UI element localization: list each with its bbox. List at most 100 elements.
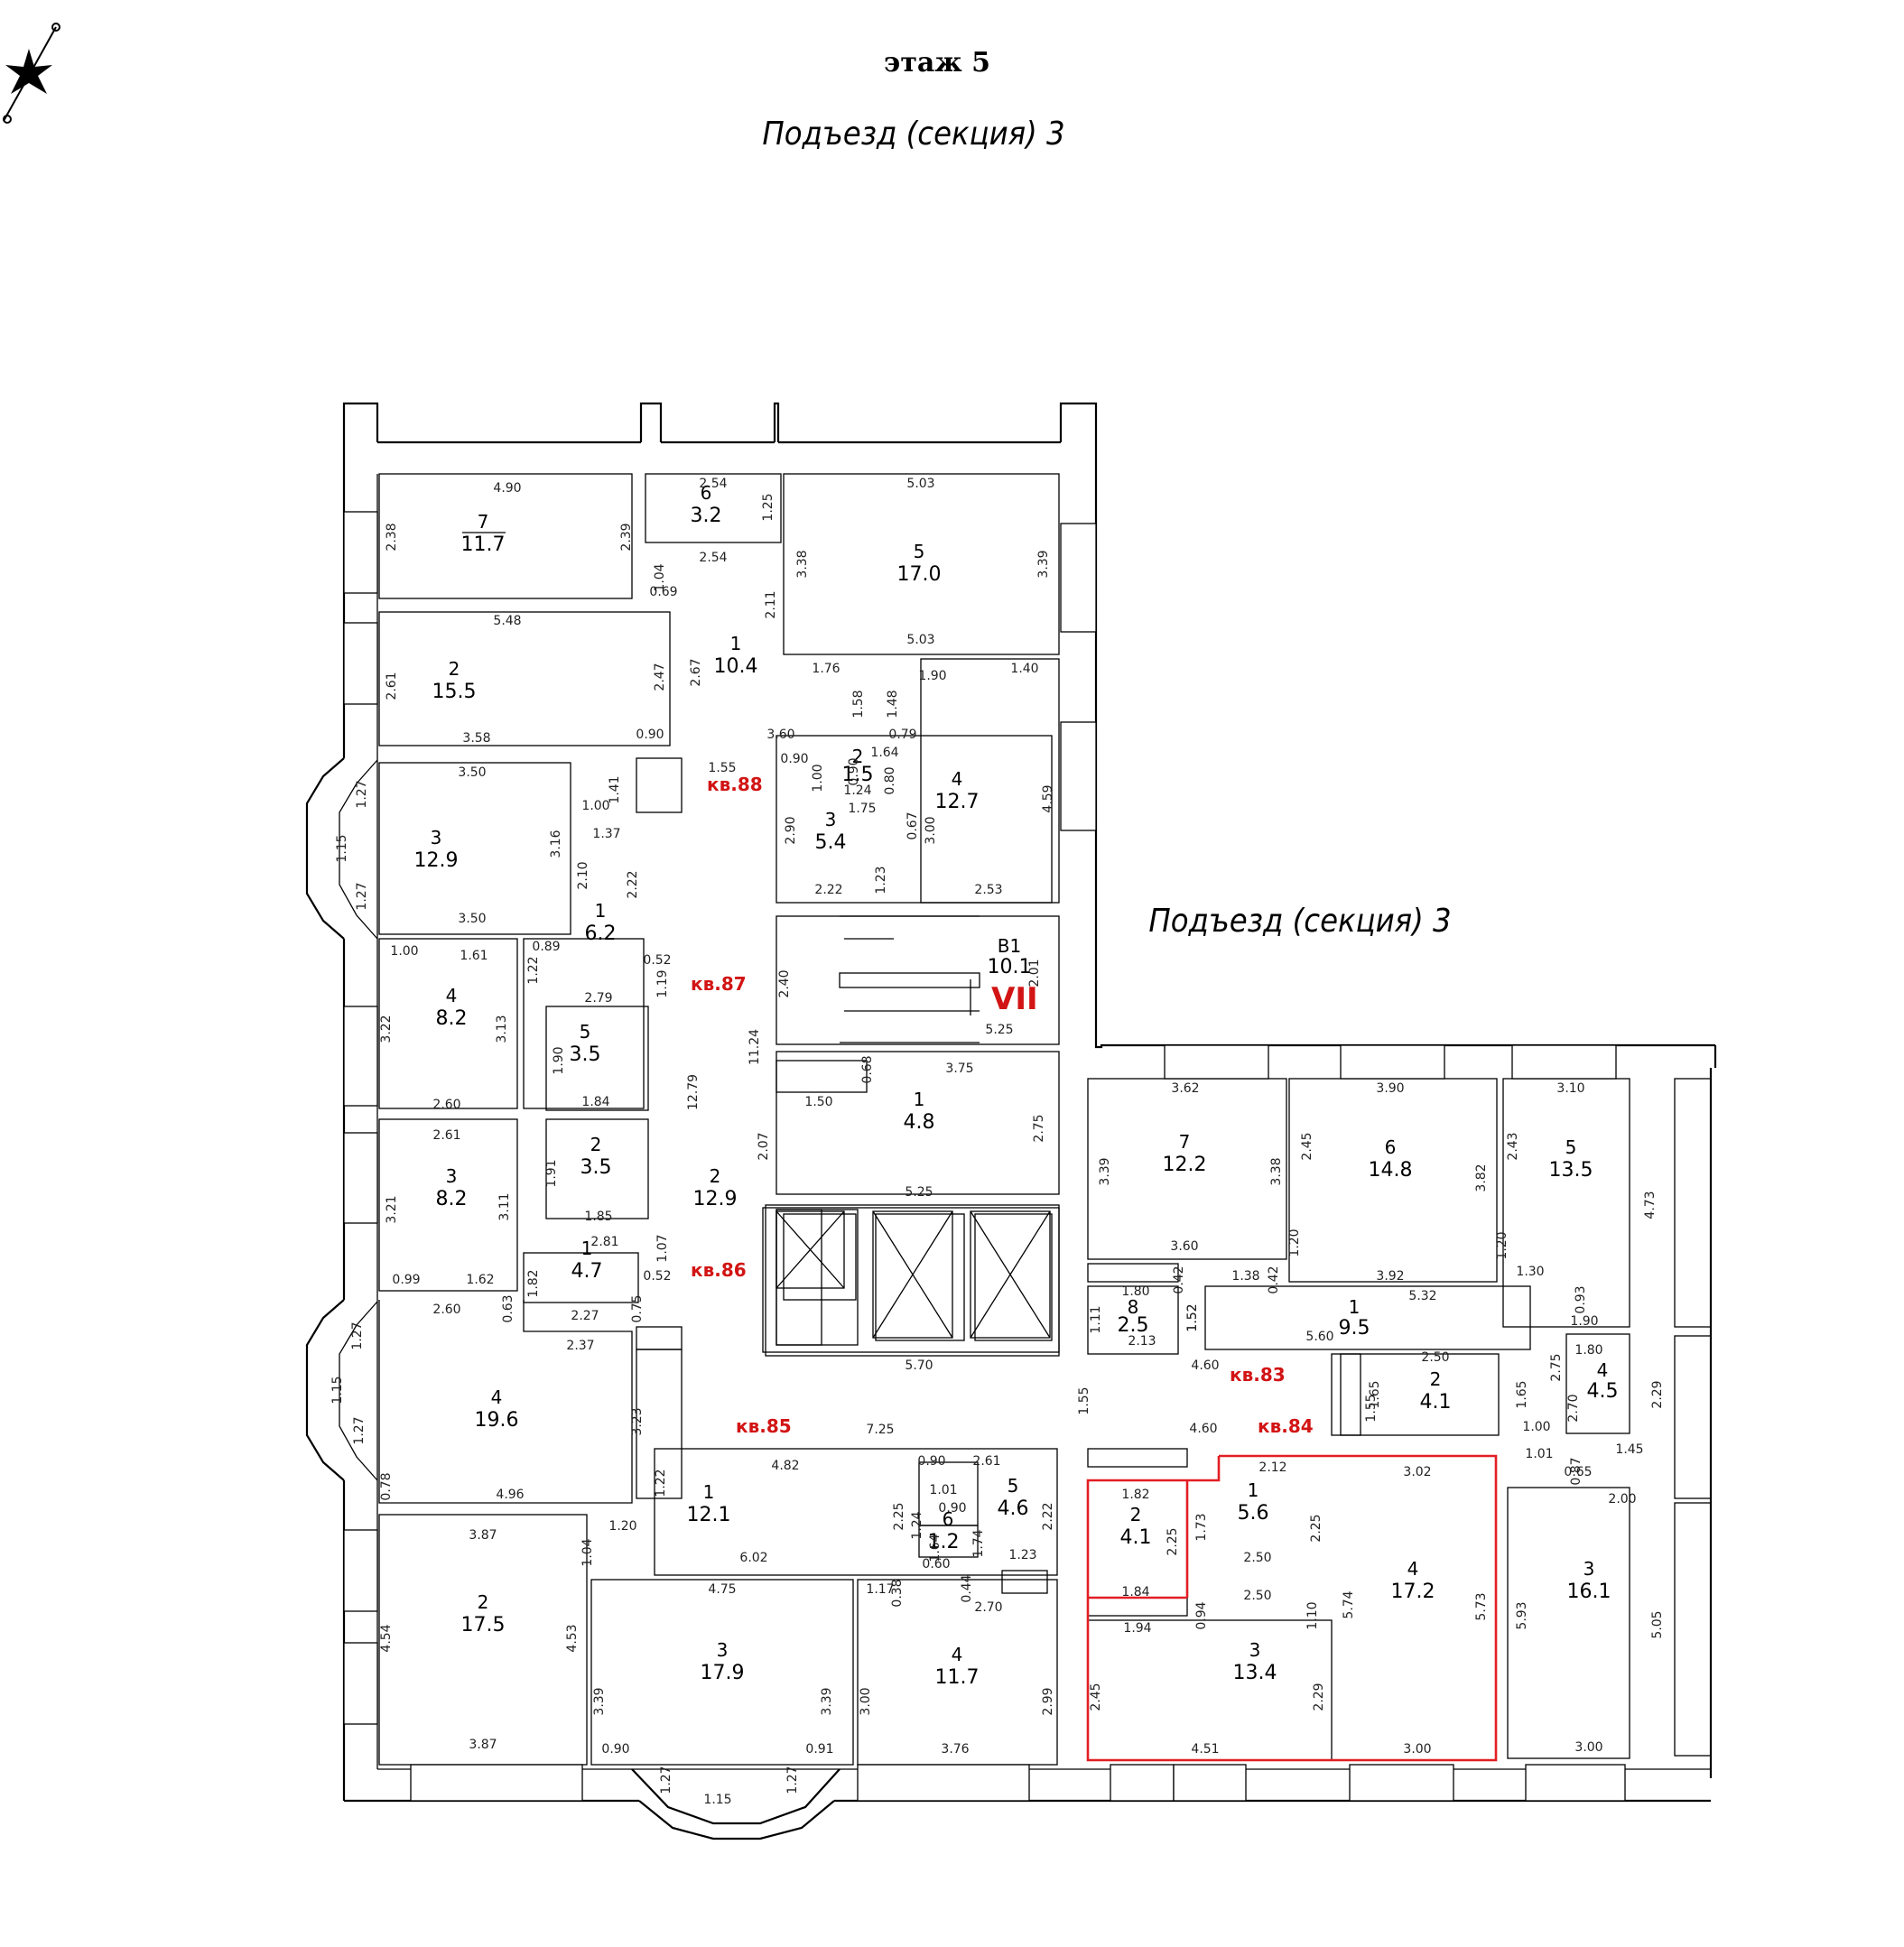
dimension-label: 2.37 <box>566 1339 594 1353</box>
dimension-label: 1.27 <box>659 1766 673 1794</box>
room-area: 4.6 <box>998 1497 1029 1520</box>
dimension-label: 2.61 <box>432 1128 460 1143</box>
dimension-label: 2.67 <box>689 658 703 686</box>
dimension-label: 4.53 <box>565 1624 580 1652</box>
room-number: 2 <box>852 746 864 767</box>
dimension-label: 2.75 <box>1032 1114 1046 1142</box>
dimension-label: 1.23 <box>1008 1548 1036 1562</box>
apartment-label: кв.85 <box>736 1415 792 1437</box>
dimension-label: 0.90 <box>847 757 861 785</box>
dimension-label: 2.61 <box>972 1454 1000 1469</box>
dimension-label: 1.25 <box>761 493 776 521</box>
dimension-label: 1.82 <box>526 1269 541 1297</box>
dimension-label: 2.45 <box>1089 1683 1103 1711</box>
dimension-label: 2.61 <box>385 672 399 700</box>
dimension-label: 0.91 <box>805 1742 833 1757</box>
dimension-label: 4.54 <box>379 1624 394 1652</box>
floor-title: этаж 5 <box>884 47 990 79</box>
room-area: 2.5 <box>1118 1314 1149 1337</box>
room-number: 4 <box>952 768 963 790</box>
room-area: 8.2 <box>436 1188 468 1210</box>
dimension-label: 5.25 <box>905 1185 933 1200</box>
dimension-label: 3.76 <box>941 1742 969 1757</box>
room-area: 12.9 <box>414 849 459 872</box>
dimension-label: 2.79 <box>584 991 612 1006</box>
dimension-label: 2.54 <box>699 477 727 491</box>
dimension-label: 1.76 <box>812 662 840 676</box>
dimension-label: 0.38 <box>890 1579 905 1607</box>
dimension-label: 3.50 <box>458 765 486 780</box>
dimension-label: 2.10 <box>576 861 590 889</box>
room-area: 9.5 <box>1339 1317 1370 1340</box>
dimension-label: 3.50 <box>458 912 486 926</box>
dimension-label: 1.00 <box>390 944 418 959</box>
room-number: 5 <box>914 541 925 562</box>
dimension-label: 1.85 <box>584 1210 612 1224</box>
dimension-label: 2.07 <box>757 1132 771 1160</box>
dimension-label: 1.90 <box>918 669 946 683</box>
dimension-label: 2.25 <box>892 1502 906 1530</box>
dimension-label: 1.10 <box>1305 1601 1320 1629</box>
dimension-label: 5.25 <box>985 1023 1013 1037</box>
dimension-label: 1.22 <box>654 1469 668 1497</box>
room-area: 10.1 <box>988 956 1032 978</box>
dimension-label: 1.15 <box>703 1793 731 1807</box>
room-area: 5.6 <box>1238 1502 1269 1525</box>
dimension-label: 1.00 <box>1522 1420 1550 1434</box>
room-number: 6 <box>1385 1136 1397 1158</box>
room-area: 13.5 <box>1549 1159 1593 1182</box>
dimension-label: 3.39 <box>1098 1157 1112 1185</box>
dimension-label: 6.02 <box>739 1551 767 1565</box>
dimension-label: 1.01 <box>929 1483 957 1497</box>
room-area: 15.5 <box>432 681 477 703</box>
dimension-label: 1.27 <box>352 1416 367 1444</box>
dimension-label: 1.04 <box>580 1538 595 1566</box>
dimension-label: 0.44 <box>960 1574 974 1602</box>
dimension-label: 3.82 <box>1474 1164 1489 1191</box>
dimension-label: 0.90 <box>917 1454 945 1469</box>
compass-rose-icon <box>3 23 60 124</box>
room-number: 1 <box>595 900 607 922</box>
dimension-label: 1.55 <box>708 761 736 775</box>
dimension-label: 2.12 <box>1258 1460 1286 1475</box>
room-labels: 7 11.7 6 3.2 5 17.0 2 15.5 1 10.4 3 12.9… <box>414 482 1619 1689</box>
section-title-right: Подъезд (секция) 3 <box>1148 903 1451 940</box>
dimension-label: 1.01 <box>1525 1447 1553 1461</box>
room-number: 1 <box>703 1481 715 1503</box>
dimension-label: 1.27 <box>355 780 369 808</box>
apartment-label: кв.87 <box>691 973 747 995</box>
dimension-label: 2.01 <box>1027 959 1042 987</box>
room-number: 3 <box>825 809 837 830</box>
dimension-label: 4.82 <box>771 1459 799 1473</box>
dimension-label: 3.39 <box>1036 550 1051 578</box>
dimension-label: 3.38 <box>795 550 810 578</box>
apartment-highlight <box>1086 1454 1498 1762</box>
dimension-label: 0.69 <box>649 585 677 599</box>
dimension-label: 2.45 <box>1300 1132 1314 1160</box>
dimension-label: 0.67 <box>906 811 920 839</box>
dimension-label: 1.94 <box>1123 1621 1151 1636</box>
room-area: 12.2 <box>1163 1154 1207 1176</box>
room-area: 14.8 <box>1369 1159 1413 1182</box>
dimension-label: 3.38 <box>1269 1157 1284 1185</box>
apartment-label: кв.88 <box>707 774 763 795</box>
dimension-label: 4.73 <box>1643 1191 1658 1219</box>
room-area: 3.2 <box>691 505 722 527</box>
dimension-label: 0.90 <box>601 1742 629 1757</box>
dimension-label: 2.40 <box>777 969 792 997</box>
room-number: 7 <box>1179 1131 1191 1153</box>
dimension-label: 2.13 <box>1128 1334 1156 1349</box>
room-area: 17.2 <box>1391 1581 1435 1603</box>
dimension-label: 2.60 <box>432 1098 460 1112</box>
room-area: 5.4 <box>815 831 847 854</box>
room-number: 2 <box>1430 1368 1442 1390</box>
dimension-label: 2.22 <box>1041 1502 1055 1530</box>
dimension-label: 1.55 <box>1077 1386 1091 1414</box>
dimension-label: 5.74 <box>1342 1590 1356 1618</box>
room-number: 2 <box>590 1134 602 1155</box>
dimension-label: 4.60 <box>1191 1358 1219 1373</box>
dimension-label: 2.75 <box>1549 1353 1564 1381</box>
dimension-label: 2.50 <box>1243 1589 1271 1603</box>
dimension-label: 2.70 <box>1566 1394 1581 1422</box>
dimension-label: 3.11 <box>497 1192 512 1220</box>
